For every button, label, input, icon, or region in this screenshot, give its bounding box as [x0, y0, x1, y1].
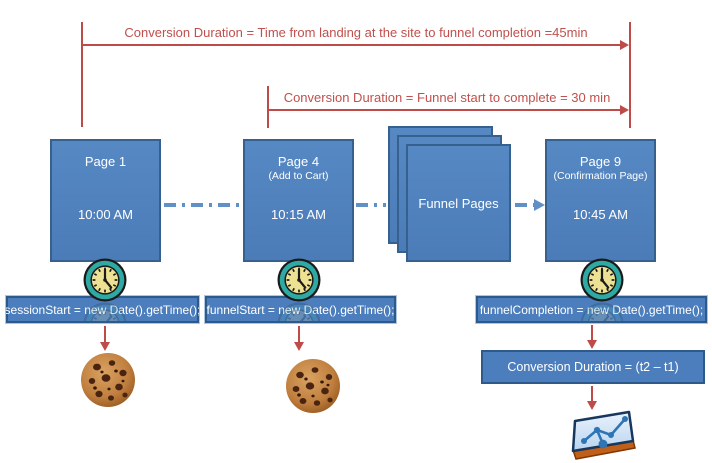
arrowhead-right-icon — [620, 40, 629, 50]
funnel-duration-arrow-line — [268, 109, 620, 111]
funnel-completion-code-box: funnelCompletion = new Date().getTime(); — [475, 295, 708, 324]
funnel-completion-code: funnelCompletion = new Date().getTime(); — [479, 302, 704, 317]
clock-icon — [82, 257, 128, 308]
total-duration-arrow-line — [82, 44, 621, 46]
connector-line — [591, 325, 593, 340]
page4-title: Page 4 — [277, 154, 320, 169]
arrowhead-down-icon — [587, 340, 597, 349]
session-start-code-box: sessionStart = new Date().getTime(); — [4, 295, 201, 324]
flow-arrowhead-icon — [534, 199, 545, 211]
measure-line-right — [629, 22, 631, 128]
arrowhead-down-icon — [587, 401, 597, 410]
clock-reflection — [82, 301, 128, 321]
page1-box: Page 1 10:00 AM — [50, 139, 161, 262]
funnel-duration-label: Conversion Duration = Funnel start to co… — [283, 90, 611, 105]
funnel-stack-front: Funnel Pages — [406, 144, 511, 262]
funnel-stack-label: Funnel Pages — [418, 195, 499, 211]
page4-time: 10:15 AM — [271, 207, 326, 222]
clock-reflection — [276, 301, 322, 321]
conversion-duration-result-box: Conversion Duration = (t2 – t1) — [481, 350, 705, 384]
cookie-icon — [284, 357, 342, 420]
page9-subtitle: (Confirmation Page) — [553, 170, 648, 182]
page9-box: Page 9 (Confirmation Page) 10:45 AM — [545, 139, 656, 262]
connector-line — [298, 326, 300, 342]
clock-icon — [579, 257, 625, 308]
arrowhead-right-icon — [620, 105, 629, 115]
page4-box: Page 4 (Add to Cart) 10:15 AM — [243, 139, 354, 262]
connector-line — [591, 386, 593, 401]
arrowhead-down-icon — [100, 342, 110, 351]
page1-title: Page 1 — [84, 154, 127, 169]
clock-reflection — [579, 301, 625, 321]
connector-line — [104, 326, 106, 342]
funnel-start-code: funnelStart = new Date().getTime(); — [206, 302, 395, 317]
flow-dash-line — [164, 199, 545, 211]
conversion-duration-result: Conversion Duration = (t2 – t1) — [507, 360, 679, 374]
measure-line-left — [81, 22, 83, 127]
page9-time: 10:45 AM — [573, 207, 628, 222]
total-duration-label: Conversion Duration = Time from landing … — [124, 25, 588, 40]
arrowhead-down-icon — [294, 342, 304, 351]
analytics-report-icon — [565, 408, 639, 463]
cookie-icon — [79, 351, 137, 414]
session-start-code: sessionStart = new Date().getTime(); — [4, 302, 201, 317]
page4-subtitle: (Add to Cart) — [268, 170, 329, 182]
measure-line-funnel-left — [267, 86, 269, 128]
page9-title: Page 9 — [579, 154, 622, 169]
clock-icon — [276, 257, 322, 308]
page1-time: 10:00 AM — [78, 207, 133, 222]
